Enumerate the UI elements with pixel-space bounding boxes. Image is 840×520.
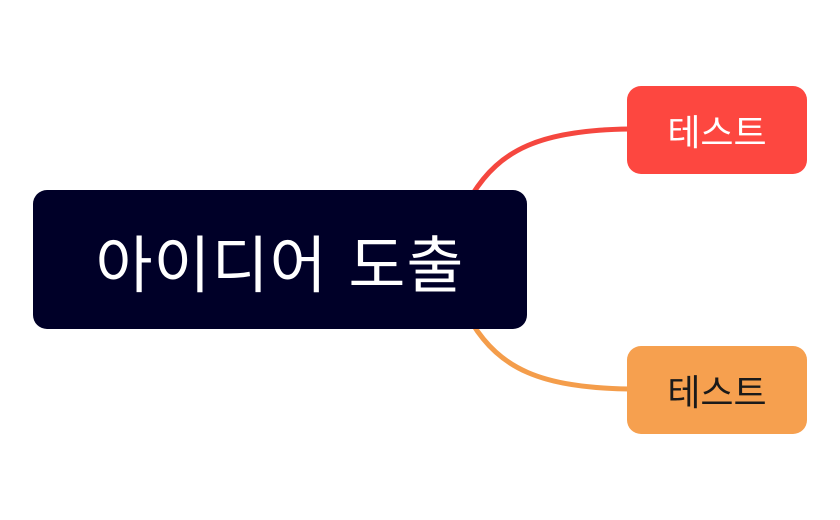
root-node[interactable]: 아이디어 도출 bbox=[33, 190, 527, 329]
connector-top bbox=[469, 126, 633, 198]
child-node-label: 테스트 bbox=[667, 373, 767, 414]
root-node-label: 아이디어 도출 bbox=[95, 228, 465, 302]
child-node-label: 테스트 bbox=[667, 113, 767, 154]
connector-bottom bbox=[469, 320, 633, 392]
child-node-top[interactable]: 테스트 bbox=[627, 86, 807, 174]
child-node-bottom[interactable]: 테스트 bbox=[627, 346, 807, 434]
